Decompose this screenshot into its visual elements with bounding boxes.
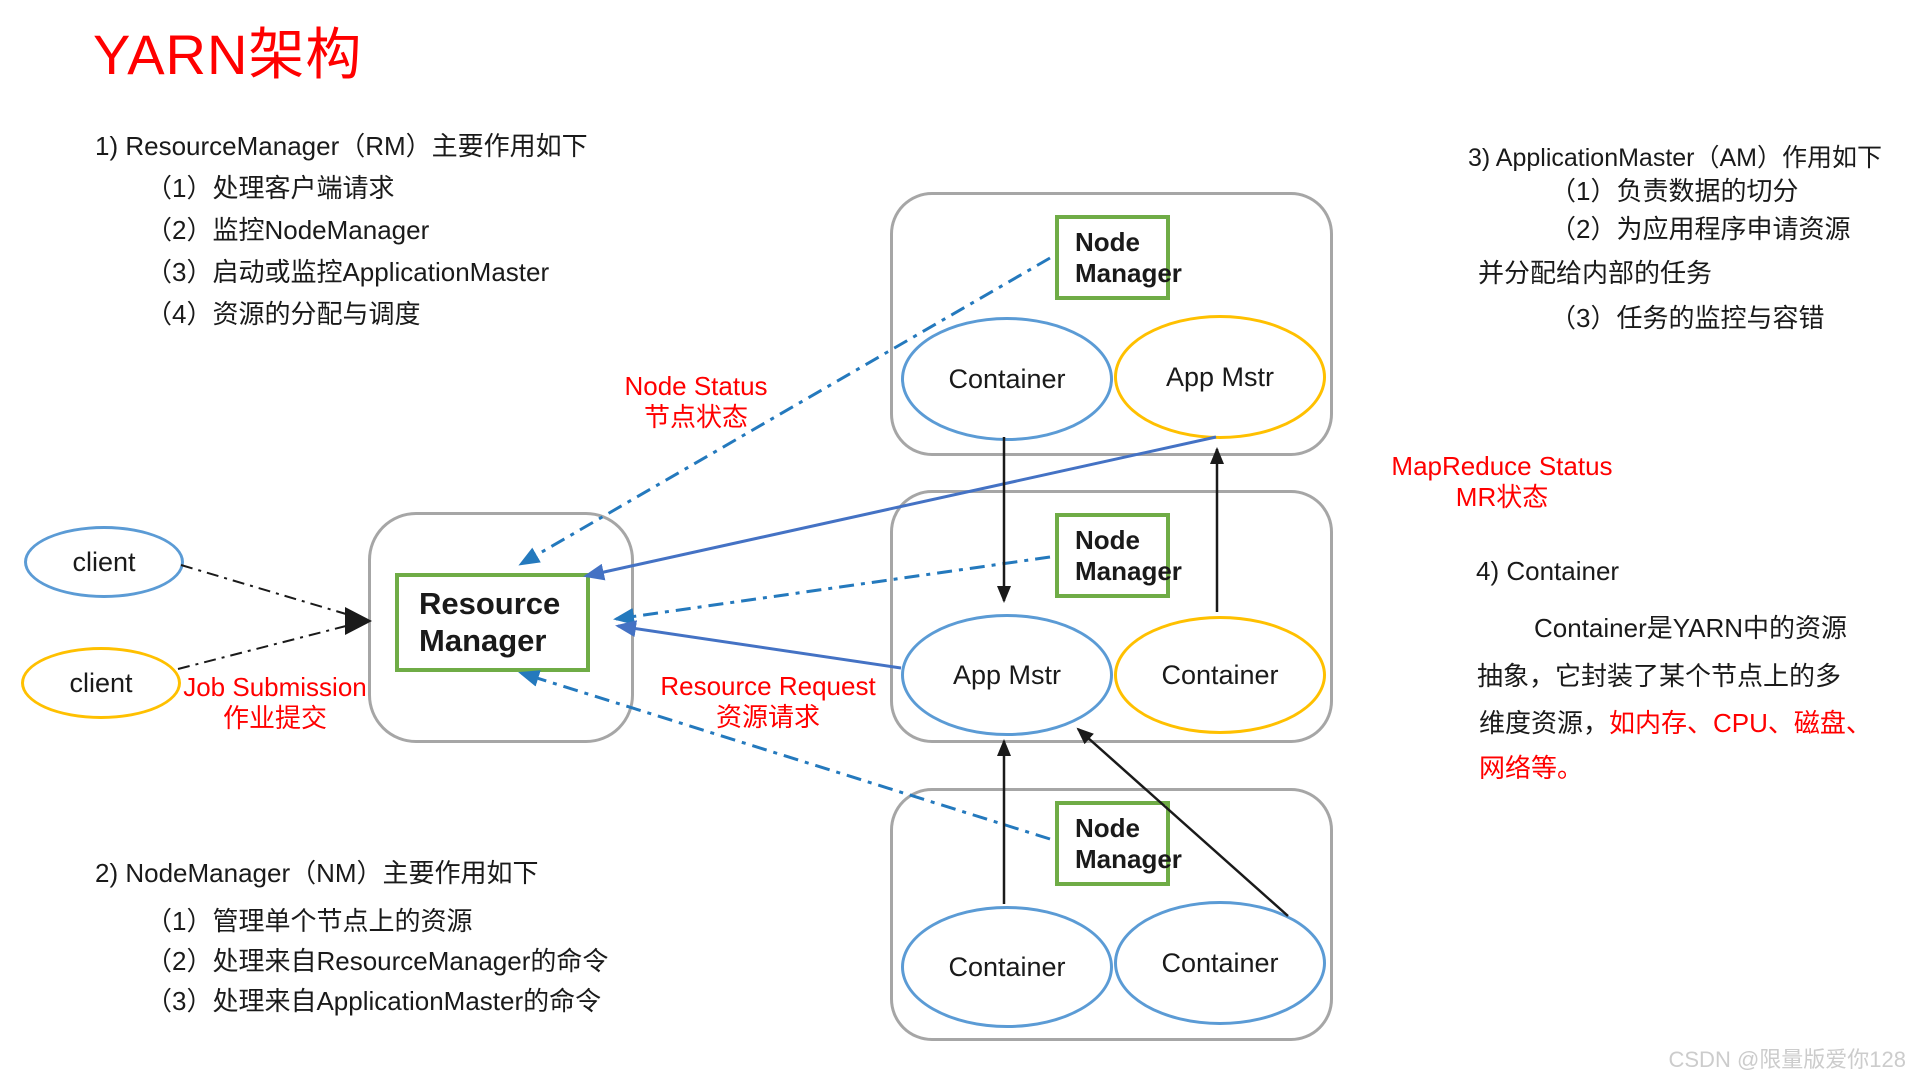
app-mstr-ellipse: App Mstr <box>1114 315 1326 439</box>
node-group-1: Node Manager Container App Mstr <box>890 192 1333 456</box>
job-submission-zh: 作业提交 <box>222 703 327 733</box>
container-line3-red: 如内存、CPU、磁盘、 <box>1609 708 1872 738</box>
node-manager-label-line2: Manager <box>1075 555 1182 586</box>
resource-request-en: Resource Request <box>660 671 876 701</box>
container-section-heading: 4) Container <box>1476 556 1620 586</box>
node-manager-box-3: Node Manager <box>1055 801 1182 886</box>
node-manager-label-line2: Manager <box>1075 257 1182 288</box>
client1-to-rm-dashdot-line <box>180 564 347 615</box>
resource-request-label: Resource Request 资源请求 <box>648 671 888 733</box>
node-group-3: Node Manager Container Container <box>890 788 1333 1041</box>
am-section-continuation: 并分配给内部的任务 <box>1478 258 1713 288</box>
resource-manager-box: Resource Manager <box>395 573 590 672</box>
ellipse-label: Container <box>1161 947 1279 978</box>
ellipse-label: Container <box>1161 659 1279 690</box>
rm-section-item: （1）处理客户端请求 <box>146 173 395 203</box>
nm-section-item: （2）处理来自ResourceManager的命令 <box>146 946 609 976</box>
node-manager-label-line1: Node <box>1075 813 1140 844</box>
container-ellipse: Container <box>901 906 1113 1028</box>
node-status-en: Node Status <box>624 371 768 401</box>
container-ellipse: Container <box>1114 616 1326 734</box>
container-section-line: 抽象，它封装了某个节点上的多 <box>1477 661 1842 691</box>
watermark: CSDN @限量版爱你128 <box>1668 1047 1907 1072</box>
node-status-label: Node Status 节点状态 <box>601 371 791 433</box>
am-section-item: （1）负责数据的切分 <box>1550 176 1799 206</box>
container-ellipse: Container <box>1114 901 1326 1025</box>
container-line3-black: 维度资源， <box>1479 708 1610 738</box>
node-manager-label-line2: Manager <box>1075 843 1182 874</box>
rm-section-item: （4）资源的分配与调度 <box>146 299 421 329</box>
am-section-heading: 3) ApplicationMaster（AM）作用如下 <box>1468 144 1883 172</box>
ellipse-label: App Mstr <box>1165 361 1275 392</box>
node-status-zh: 节点状态 <box>643 402 748 432</box>
app-mstr-ellipse: App Mstr <box>901 614 1113 736</box>
ellipse-label: App Mstr <box>952 659 1062 690</box>
ellipse-label: Container <box>948 363 1066 394</box>
nm-section-item: （3）处理来自ApplicationMaster的命令 <box>146 986 602 1016</box>
mapreduce-status-en: MapReduce Status <box>1391 451 1613 481</box>
am-section-item: （2）为应用程序申请资源 <box>1550 214 1851 244</box>
am-section-item: （3）任务的监控与容错 <box>1550 303 1825 333</box>
container-ellipse: Container <box>901 317 1113 441</box>
nm-section-item: （1）管理单个节点上的资源 <box>146 906 473 936</box>
job-submission-label: Job Submission 作业提交 <box>170 672 380 734</box>
container-section-line: 维度资源，如内存、CPU、磁盘、 <box>1479 703 1872 740</box>
node-manager-label-line1: Node <box>1075 227 1140 258</box>
client-ellipse-2: client <box>21 647 181 719</box>
ellipse-label: Container <box>948 951 1066 982</box>
resource-request-zh: 资源请求 <box>715 702 820 732</box>
resource-manager-label-line1: Resource <box>419 586 561 622</box>
client-ellipse-1: client <box>24 526 184 598</box>
container-section-line: Container是YARN中的资源 <box>1534 613 1848 643</box>
node-manager-box-2: Node Manager <box>1055 513 1182 598</box>
rm-section-item: （3）启动或监控ApplicationMaster <box>146 257 550 287</box>
rm-section-item: （2）监控NodeManager <box>146 215 430 245</box>
nm-section-heading: 2) NodeManager（NM）主要作用如下 <box>95 858 539 888</box>
mapreduce-status-label: MapReduce Status MR状态 <box>1378 451 1626 513</box>
container-section-line-red: 网络等。 <box>1479 753 1584 783</box>
node-manager-box-1: Node Manager <box>1055 215 1182 300</box>
page-title: YARN架构 <box>93 23 363 86</box>
job-submission-en: Job Submission <box>183 672 367 702</box>
node-group-2: Node Manager App Mstr Container <box>890 490 1333 743</box>
node-manager-label-line1: Node <box>1075 525 1140 556</box>
client2-to-rm-dashdot-line <box>177 625 347 670</box>
client-label: client <box>72 546 136 577</box>
client-label: client <box>69 667 133 698</box>
resource-manager-label-line2: Manager <box>419 622 547 658</box>
mapreduce-status-zh: MR状态 <box>1455 482 1549 512</box>
rm-section-heading: 1) ResourceManager（RM）主要作用如下 <box>95 131 588 161</box>
appmstr2-to-rm-request-line <box>615 620 902 670</box>
